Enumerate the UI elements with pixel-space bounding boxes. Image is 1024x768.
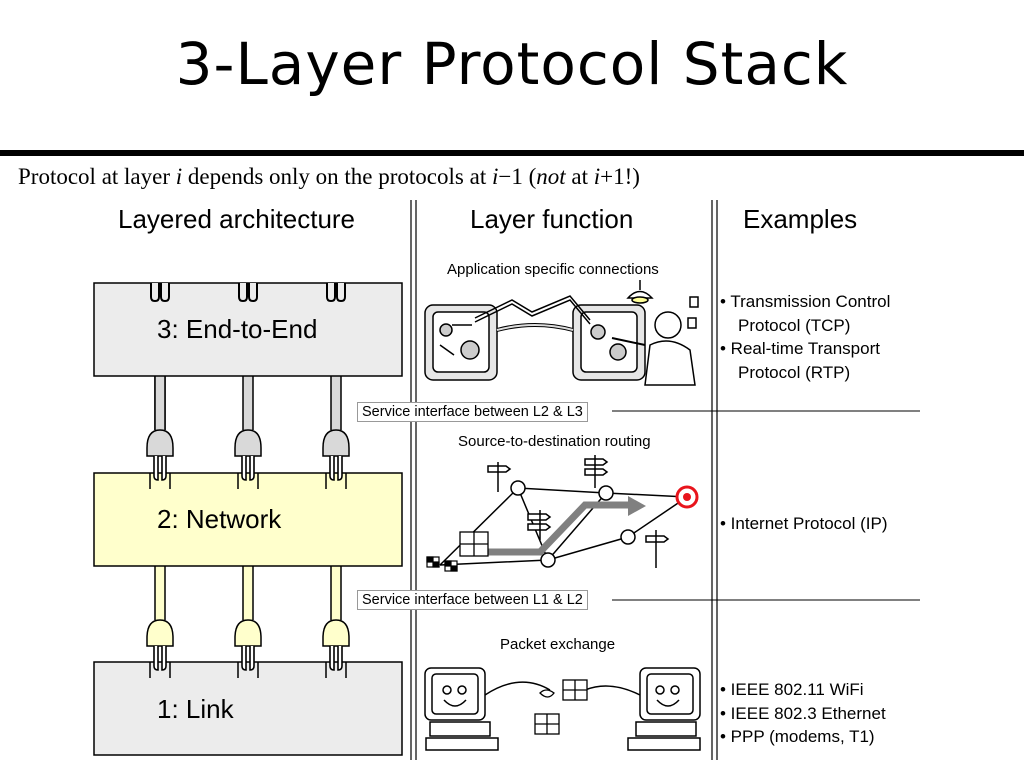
example-item: • IEEE 802.11 WiFi bbox=[720, 680, 864, 699]
smiling-computer-icon bbox=[584, 667, 701, 751]
plug-icon bbox=[146, 429, 350, 481]
plug-icon bbox=[146, 619, 350, 671]
layer-2-box bbox=[93, 472, 403, 567]
layer-1-examples: • IEEE 802.11 WiFi • IEEE 802.3 Ethernet… bbox=[720, 678, 886, 749]
column-header-architecture: Layered architecture bbox=[118, 204, 356, 234]
example-item: • PPP (modems, T1) bbox=[720, 727, 875, 746]
slide-title: 3-Layer Protocol Stack bbox=[175, 30, 849, 98]
layer-3-examples: • Transmission Control Protocol (TCP) • … bbox=[720, 290, 890, 384]
layer-2-examples: • Internet Protocol (IP) bbox=[720, 512, 888, 536]
slide-subtitle: Protocol at layer i depends only on the … bbox=[18, 164, 640, 189]
checkered-flag-icon bbox=[426, 556, 458, 572]
layer-1-top-sockets bbox=[149, 662, 347, 678]
example-item: • Transmission Control bbox=[720, 292, 891, 311]
column-header-examples: Examples bbox=[743, 204, 858, 234]
column-header-function: Layer function bbox=[470, 204, 634, 234]
layer-2-label: 2: Network bbox=[157, 504, 282, 534]
layer-3-label: 3: End-to-End bbox=[157, 314, 318, 344]
column-separators bbox=[410, 200, 718, 760]
title-divider bbox=[0, 150, 1024, 156]
layer-1-box bbox=[93, 661, 403, 756]
cables-l2-l1 bbox=[154, 566, 342, 620]
route-arrowhead bbox=[628, 496, 646, 516]
example-item: • Real-time Transport bbox=[720, 339, 880, 358]
target-icon bbox=[675, 485, 699, 509]
puppet-computers-illustration bbox=[424, 280, 699, 386]
example-item: Protocol (RTP) bbox=[738, 362, 851, 382]
packet-box-icon bbox=[459, 531, 489, 557]
cables-l3-l2 bbox=[154, 376, 342, 430]
service-interface-l2-l3: Service interface between L2 & L3 bbox=[357, 402, 588, 422]
example-item: Protocol (TCP) bbox=[738, 315, 851, 335]
layer-1-label: 1: Link bbox=[157, 694, 234, 724]
layer-1-function-caption: Packet exchange bbox=[500, 636, 616, 653]
layer-3-function-caption: Application specific connections bbox=[447, 261, 659, 278]
route-arrow bbox=[470, 501, 630, 556]
layer-3-top-sockets bbox=[150, 282, 346, 302]
smiling-computer-icon bbox=[424, 667, 551, 751]
service-interface-l1-l2: Service interface between L1 & L2 bbox=[357, 590, 588, 610]
packet-box-icon bbox=[534, 679, 588, 735]
layer-2-function-caption: Source-to-destination routing bbox=[458, 433, 651, 450]
layer-2-top-sockets bbox=[149, 473, 347, 489]
example-item: • Internet Protocol (IP) bbox=[720, 514, 888, 533]
road-signs-illustration bbox=[439, 455, 690, 568]
example-item: • IEEE 802.3 Ethernet bbox=[720, 703, 886, 723]
